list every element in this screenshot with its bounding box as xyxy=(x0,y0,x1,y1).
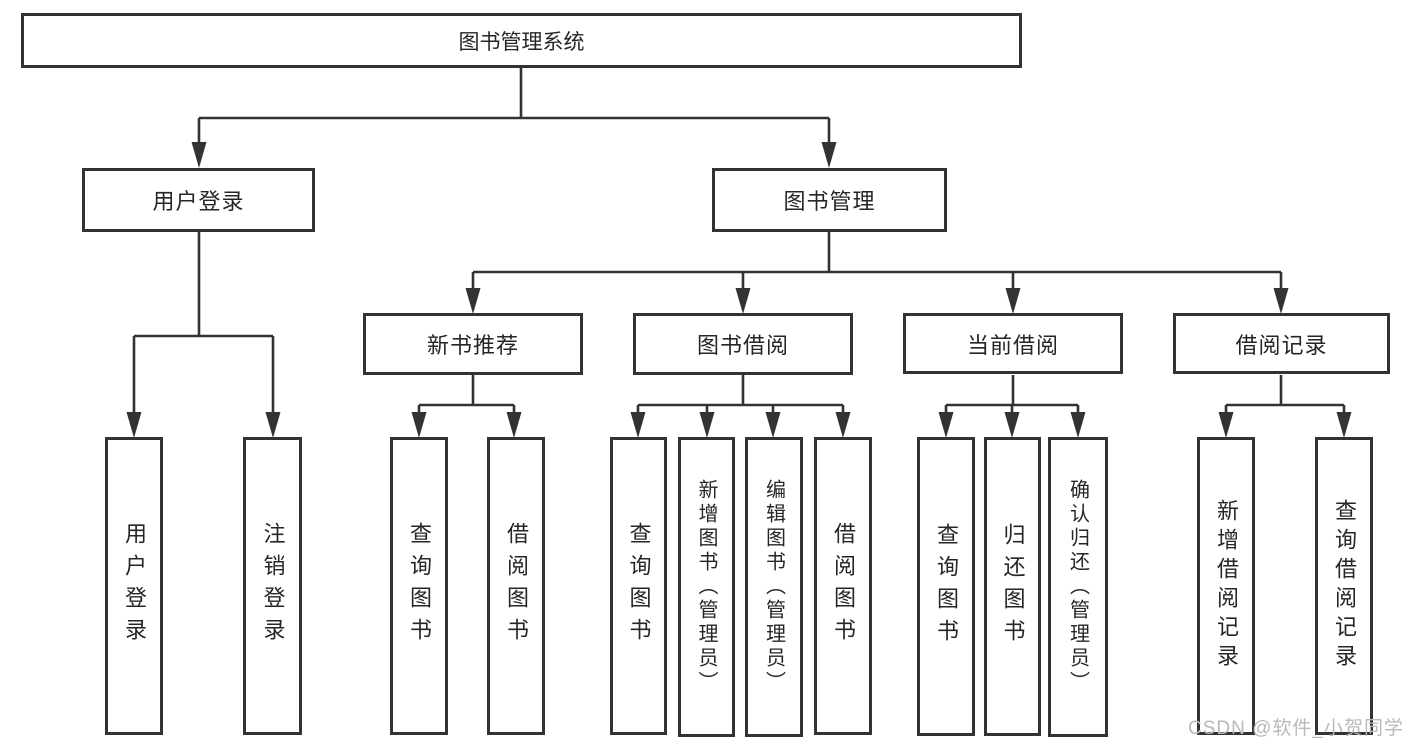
leaf-logout: 注销登录 xyxy=(243,437,302,735)
node-book-borrow: 图书借阅 xyxy=(633,313,853,375)
leaf-borrow-borrow-books: 借阅图书 xyxy=(814,437,872,735)
leaf-recommend-query-books: 查询图书 xyxy=(390,437,448,735)
leaf-return-books: 归还图书 xyxy=(984,437,1041,736)
watermark: CSDN @软件_小贺同学 xyxy=(1188,718,1404,739)
leaf-current-query-books: 查询图书 xyxy=(917,437,975,736)
leaf-confirm-return-admin: 确认归还（管理员） xyxy=(1048,437,1108,737)
node-new-book-recommend: 新书推荐 xyxy=(363,313,583,375)
leaf-edit-books-admin: 编辑图书（管理员） xyxy=(745,437,803,737)
leaf-borrow-query-books: 查询图书 xyxy=(610,437,667,735)
arrowheads xyxy=(126,142,1352,438)
node-user-login: 用户登录 xyxy=(82,168,315,232)
node-library-management-system: 图书管理系统 xyxy=(21,13,1022,68)
leaf-add-books-admin: 新增图书（管理员） xyxy=(678,437,735,737)
leaf-user-login: 用户登录 xyxy=(105,437,163,735)
leaf-add-borrow-record: 新增借阅记录 xyxy=(1197,437,1255,735)
leaf-query-borrow-record: 查询借阅记录 xyxy=(1315,437,1373,735)
node-current-borrow: 当前借阅 xyxy=(903,313,1123,374)
node-borrow-records: 借阅记录 xyxy=(1173,313,1390,374)
leaf-recommend-borrow-books: 借阅图书 xyxy=(487,437,545,735)
node-book-management: 图书管理 xyxy=(712,168,947,232)
